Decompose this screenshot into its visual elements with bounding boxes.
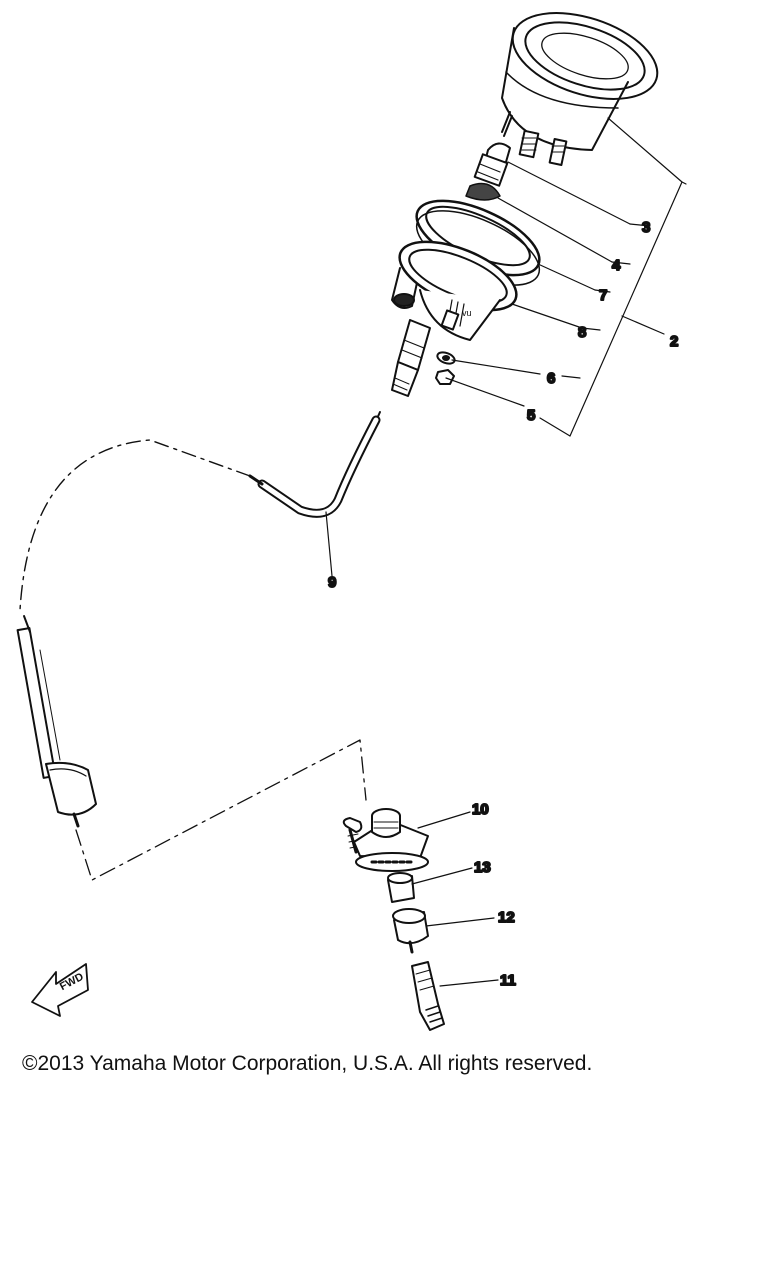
speedometer-cable — [16, 411, 381, 881]
callout-leader-lines — [445, 117, 687, 437]
callout-6: 6 — [547, 370, 555, 387]
washer-and-nut — [435, 351, 456, 385]
callout-7: 7 — [599, 287, 607, 304]
callout-2: 2 — [670, 333, 678, 350]
callout-13: 13 — [474, 859, 491, 876]
meter-case: vu — [391, 240, 518, 397]
callout-10: 10 — [472, 801, 489, 818]
callout-numbers: 2 3 4 5 6 7 8 9 10 11 12 13 — [327, 218, 679, 990]
gear-unit — [342, 808, 499, 1031]
copyright-notice: ©2013 Yamaha Motor Corporation, U.S.A. A… — [22, 1052, 593, 1075]
callout-8: 8 — [578, 324, 586, 341]
callout-12: 12 — [498, 909, 515, 926]
callout-5: 5 — [527, 407, 535, 424]
bulb-socket — [465, 142, 511, 201]
speedometer-exploded-diagram: vu — [16, 12, 687, 1031]
callout-3: 3 — [642, 219, 650, 236]
callout-4: 4 — [612, 257, 621, 274]
callout-9: 9 — [328, 574, 336, 591]
svg-text:vu: vu — [462, 308, 472, 318]
speedometer-gauge — [501, 12, 659, 166]
fwd-arrow-icon: FWD — [31, 963, 89, 1017]
callout-11: 11 — [500, 972, 516, 989]
